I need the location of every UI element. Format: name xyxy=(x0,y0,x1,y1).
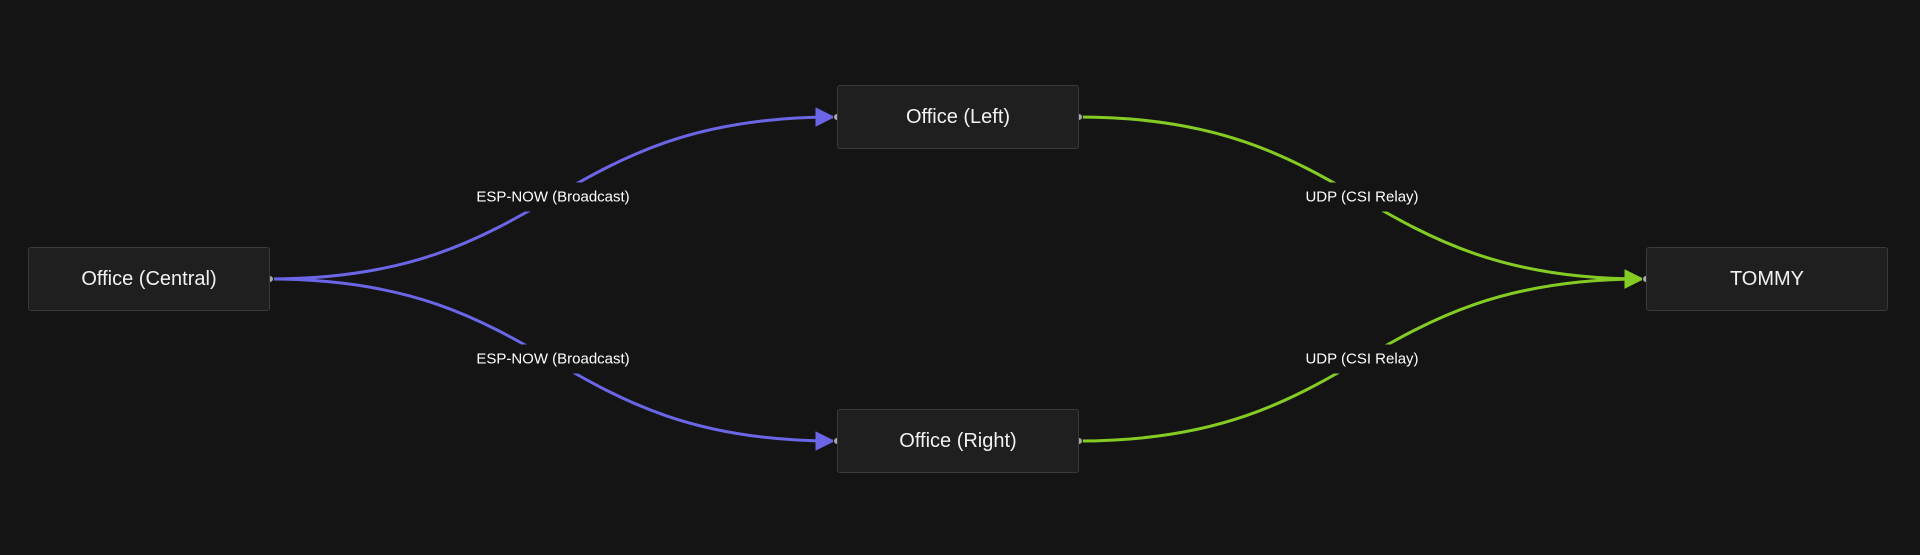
edge-label-central-right[interactable]: ESP-NOW (Broadcast) xyxy=(468,344,638,374)
edge-label-left-tommy[interactable]: UDP (CSI Relay) xyxy=(1297,182,1427,212)
node-office-right-label: Office (Right) xyxy=(899,429,1017,452)
node-office-right[interactable]: Office (Right) xyxy=(837,409,1079,473)
edge-label-central-left[interactable]: ESP-NOW (Broadcast) xyxy=(468,182,638,212)
edge-label-right-tommy[interactable]: UDP (CSI Relay) xyxy=(1297,344,1427,374)
node-office-central[interactable]: Office (Central) xyxy=(28,247,270,311)
node-tommy-label: TOMMY xyxy=(1729,267,1805,290)
node-tommy[interactable]: TOMMY xyxy=(1646,247,1888,311)
node-office-left-label: Office (Left) xyxy=(905,105,1011,128)
node-office-central-label: Office (Central) xyxy=(81,267,217,290)
node-office-left[interactable]: Office (Left) xyxy=(837,85,1079,149)
